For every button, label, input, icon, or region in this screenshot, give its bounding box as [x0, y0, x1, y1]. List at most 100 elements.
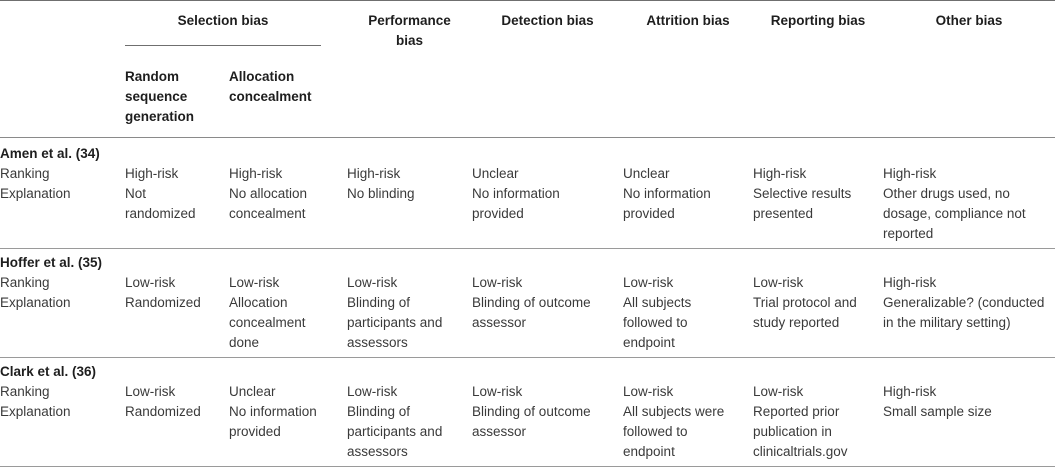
header-performance-bias: Performance bias: [347, 0, 473, 59]
header-empty-cell: [883, 59, 1055, 138]
risk-explanation: Allocation concealment done: [229, 295, 306, 350]
risk-ranking: Unclear: [623, 166, 670, 181]
header-selection-bias: Selection bias: [125, 0, 348, 59]
risk-explanation: Other drugs used, no dosage, compliance …: [883, 186, 1026, 241]
explanation-label: Explanation: [0, 404, 71, 419]
header-detection-bias: Detection bias: [472, 0, 624, 59]
header-random-sequence: Random sequence generation: [125, 59, 229, 138]
risk-ranking: Low-risk: [347, 275, 398, 290]
explanation-label: Explanation: [0, 186, 71, 201]
risk-ranking: Low-risk: [753, 275, 804, 290]
header-empty-cell: [623, 59, 754, 138]
risk-ranking: High-risk: [753, 166, 807, 181]
risk-ranking: High-risk: [125, 166, 179, 181]
study-name: Hoffer et al. (35): [0, 255, 103, 270]
study-name-row: Amen et al. (34): [0, 138, 1055, 165]
risk-explanation: No information provided: [229, 404, 317, 439]
risk-explanation: Randomized: [125, 295, 201, 310]
risk-explanation: Reported prior publication in clinicaltr…: [753, 404, 848, 459]
study-name-row: Clark et al. (36): [0, 358, 1055, 383]
risk-explanation: Blinding of outcome assessor: [472, 295, 591, 330]
ranking-label: Ranking: [0, 166, 50, 181]
risk-explanation: All subjects were followed to endpoint: [623, 404, 725, 459]
risk-ranking: Low-risk: [229, 275, 280, 290]
header-allocation-concealment: Allocation concealment: [229, 59, 348, 138]
explanation-label: Explanation: [0, 295, 71, 310]
risk-ranking: Low-risk: [623, 275, 674, 290]
risk-ranking: Low-risk: [125, 384, 176, 399]
risk-ranking: High-risk: [229, 166, 283, 181]
risk-explanation: No information provided: [623, 186, 711, 221]
risk-ranking: Low-risk: [472, 275, 523, 290]
header-attrition-bias: Attrition bias: [623, 0, 754, 59]
selection-bias-label: Selection bias: [125, 11, 322, 46]
risk-explanation: Generalizable? (conducted in the militar…: [883, 295, 1045, 330]
risk-explanation: Small sample size: [883, 404, 992, 419]
risk-ranking: Low-risk: [347, 384, 398, 399]
assessment-cell: High-risk No allocation concealment: [229, 164, 348, 249]
study-name-row: Hoffer et al. (35): [0, 249, 1055, 274]
risk-ranking: High-risk: [883, 166, 937, 181]
header-reporting-bias: Reporting bias: [753, 0, 884, 59]
header-empty-cell: [347, 59, 473, 138]
risk-ranking: Low-risk: [472, 384, 523, 399]
risk-ranking: Low-risk: [753, 384, 804, 399]
risk-explanation: Selective results presented: [753, 186, 852, 221]
risk-ranking: High-risk: [347, 166, 401, 181]
header-empty-cell: [472, 59, 624, 138]
assessment-cell: Unclear No information provided: [623, 164, 754, 249]
ranking-label: Ranking: [0, 384, 50, 399]
assessment-cell: High-risk No blinding: [347, 164, 473, 249]
header-group-row: Selection bias Performance bias Detectio…: [0, 0, 1055, 59]
header-empty-cell: [0, 0, 125, 59]
risk-explanation: No blinding: [347, 186, 415, 201]
header-sub-row: Random sequence generation Allocation co…: [0, 59, 1055, 138]
risk-explanation: All subjects followed to endpoint: [623, 295, 692, 350]
study-name: Clark et al. (36): [0, 364, 97, 379]
header-empty-cell: [0, 59, 125, 138]
risk-explanation: Not randomized: [125, 186, 196, 221]
risk-explanation: No information provided: [472, 186, 560, 221]
header-empty-cell: [753, 59, 884, 138]
risk-explanation: Trial protocol and study reported: [753, 295, 857, 330]
study-name: Amen et al. (34): [0, 146, 100, 161]
assessment-cell: Unclear No information provided: [472, 164, 624, 249]
risk-explanation: Blinding of outcome assessor: [472, 404, 591, 439]
risk-ranking: High-risk: [883, 384, 937, 399]
assessment-cell: Unclear No information provided: [229, 382, 348, 467]
risk-ranking: Unclear: [229, 384, 276, 399]
risk-explanation: Randomized: [125, 404, 201, 419]
risk-ranking: High-risk: [883, 275, 937, 290]
risk-ranking: Low-risk: [623, 384, 674, 399]
risk-explanation: Blinding of participants and assessors: [347, 404, 443, 459]
risk-ranking: Low-risk: [125, 275, 176, 290]
risk-explanation: No allocation concealment: [229, 186, 308, 221]
ranking-label: Ranking: [0, 275, 50, 290]
risk-ranking: Unclear: [472, 166, 519, 181]
header-other-bias: Other bias: [883, 0, 1055, 59]
